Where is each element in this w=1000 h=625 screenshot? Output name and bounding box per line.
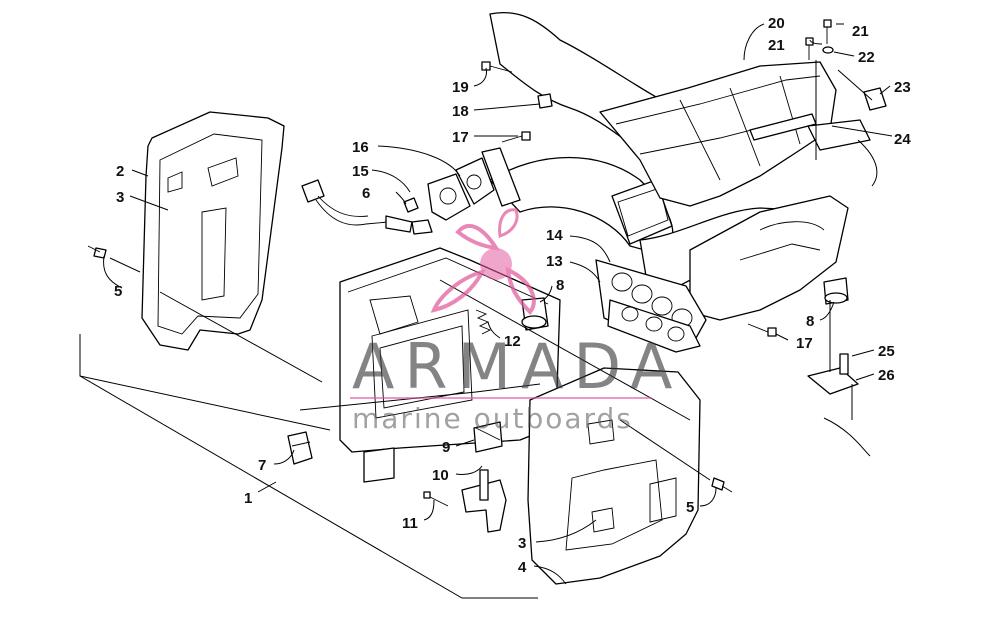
bolt-17-right: [747, 323, 777, 337]
exhaust-manifold: [689, 195, 849, 321]
callout-3-bottom: 3: [518, 535, 526, 552]
bolt-21-a: [823, 19, 832, 44]
fitting-15: [403, 197, 419, 213]
callout-4: 4: [518, 559, 527, 576]
screw-11: [423, 491, 449, 507]
nut-18: [537, 93, 553, 109]
stud-5-left: [87, 245, 107, 259]
callout-1: 1: [244, 490, 252, 507]
callout-7: 7: [258, 457, 266, 474]
watermark-subtitle: marine outboards: [352, 402, 633, 435]
callout-labels: 1 2 3 3 4 5 5 6 7 8 8 9 10 11 12 13 14 1…: [114, 15, 911, 576]
callout-3-top: 3: [116, 189, 124, 206]
washer-22: [822, 46, 834, 54]
silencer-cover-left: [141, 111, 285, 351]
callout-9: 9: [442, 439, 450, 456]
callout-17-top: 17: [452, 129, 469, 146]
callout-21-a: 21: [852, 23, 869, 40]
callout-16: 16: [352, 139, 369, 156]
callout-8-right: 8: [806, 313, 814, 330]
watermark-logo-icon: [430, 208, 536, 315]
bracket-23: [807, 87, 887, 151]
tail-pipe: [489, 12, 837, 207]
callout-11: 11: [402, 515, 418, 532]
callout-12: 12: [504, 333, 521, 350]
callout-2: 2: [116, 163, 124, 180]
callout-19: 19: [452, 79, 469, 96]
bracket-10: [461, 469, 507, 533]
lower-heat-shield: [527, 367, 701, 585]
callout-13: 13: [546, 253, 563, 270]
bolt-17-top: [501, 131, 531, 143]
watermark-title: ARMADA: [352, 330, 682, 403]
callout-leaders: [103, 23, 893, 585]
isolator-9: [473, 421, 503, 453]
callout-24: 24: [894, 131, 911, 148]
callout-5-left: 5: [114, 283, 122, 300]
callout-14: 14: [546, 227, 563, 244]
bolt-21-b: [805, 37, 814, 60]
bracket-26: [807, 353, 859, 395]
callout-22: 22: [858, 49, 875, 66]
flange-gasket-16: [427, 147, 521, 221]
callout-21-b: 21: [768, 37, 785, 54]
callout-15: 15: [352, 163, 369, 180]
callout-6: 6: [362, 185, 370, 202]
callout-20: 20: [768, 15, 785, 32]
bracket-7: [287, 431, 313, 465]
callout-10: 10: [432, 467, 449, 484]
callout-25: 25: [878, 343, 895, 360]
callout-23: 23: [894, 79, 911, 96]
stud-5-right: [711, 477, 733, 493]
rubber-mount-8-left: [521, 297, 549, 331]
callout-5-right: 5: [686, 499, 694, 516]
callout-17-right: 17: [796, 335, 813, 352]
oxygen-sensor: [301, 179, 433, 235]
callout-18: 18: [452, 103, 469, 120]
callout-8-left: 8: [556, 277, 564, 294]
callout-26: 26: [878, 367, 895, 384]
manifold-gasket-2: [607, 299, 701, 353]
assembly-frame: [79, 60, 878, 599]
rubber-mount-8-right: [823, 277, 849, 305]
